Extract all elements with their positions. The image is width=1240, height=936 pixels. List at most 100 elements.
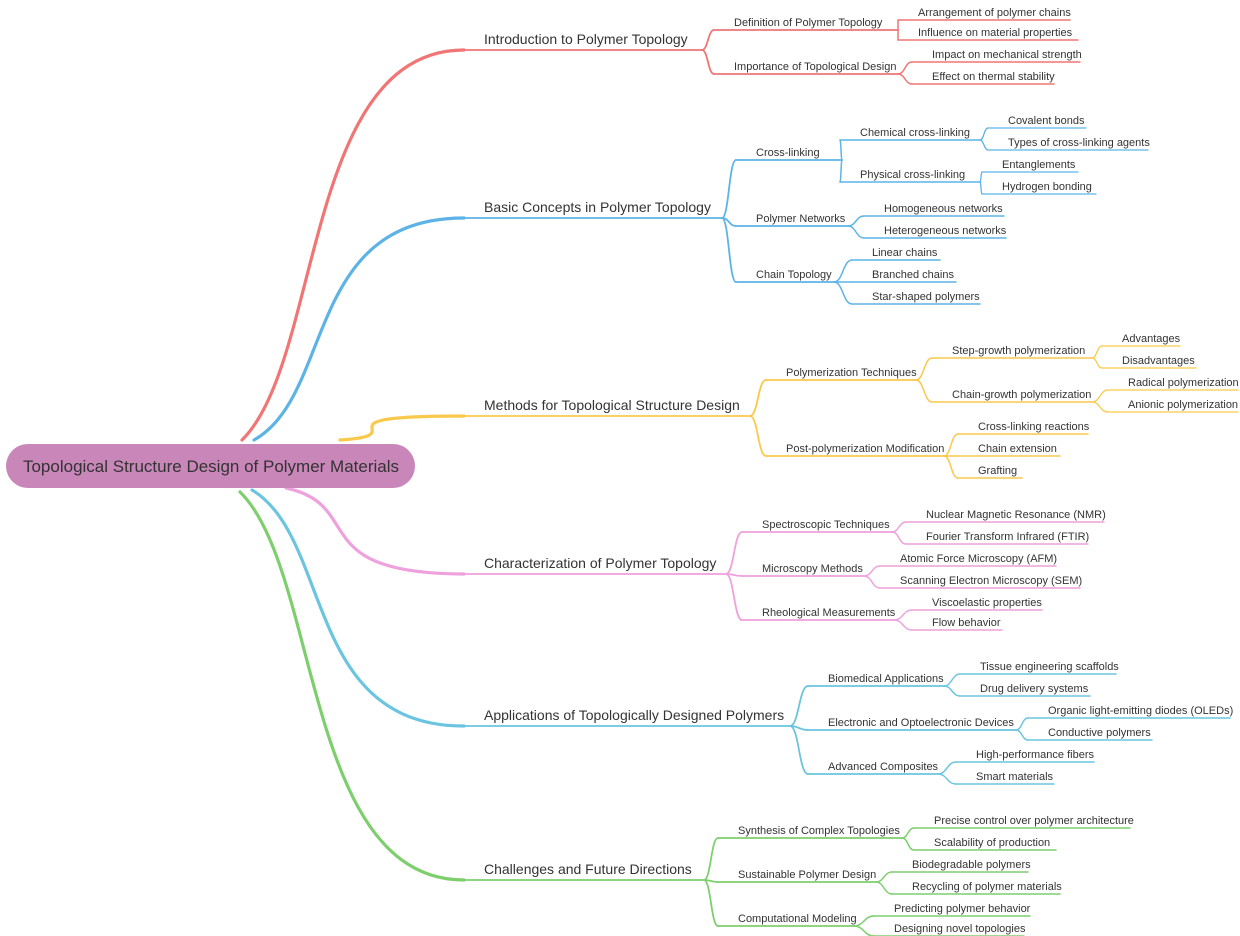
edge-precise-control-over-polymer-architecture xyxy=(901,827,915,839)
node-types-of-cross-linking-agents[interactable]: Types of cross-linking agents xyxy=(1008,137,1150,149)
edge-covalent-bonds xyxy=(979,127,989,141)
node-applications-of-topologically-designed-polymers[interactable]: Applications of Topologically Designed P… xyxy=(484,707,784,723)
node-viscoelastic-properties[interactable]: Viscoelastic properties xyxy=(932,597,1042,609)
edge-fourier-transform-infrared-ftir xyxy=(891,531,907,545)
node-methods-for-topological-structure-design[interactable]: Methods for Topological Structure Design xyxy=(484,397,740,413)
edge-importance-of-topological-design xyxy=(701,49,715,75)
node-arrangement-of-polymer-chains[interactable]: Arrangement of polymer chains xyxy=(918,7,1071,19)
node-covalent-bonds[interactable]: Covalent bonds xyxy=(1008,115,1085,127)
root-node-box xyxy=(6,444,415,488)
node-physical-cross-linking[interactable]: Physical cross-linking xyxy=(860,169,965,181)
node-radical-polymerization[interactable]: Radical polymerization xyxy=(1128,377,1239,389)
edge-grafting xyxy=(943,455,959,479)
node-biodegradable-polymers[interactable]: Biodegradable polymers xyxy=(912,859,1031,871)
root-node-label: Topological Structure Design of Polymer … xyxy=(23,457,399,476)
edge-predicting-polymer-behavior xyxy=(853,915,875,927)
node-cross-linking-reactions[interactable]: Cross-linking reactions xyxy=(978,421,1090,433)
node-characterization-of-polymer-topology[interactable]: Characterization of Polymer Topology xyxy=(484,555,716,571)
mindmap-edges xyxy=(238,19,1239,936)
node-precise-control-over-polymer-architecture[interactable]: Precise control over polymer architectur… xyxy=(934,815,1134,827)
edge-post-polymerization-modification xyxy=(749,415,767,457)
edge-viscoelastic-properties xyxy=(893,609,913,621)
node-definition-of-polymer-topology[interactable]: Definition of Polymer Topology xyxy=(734,17,883,29)
node-star-shaped-polymers[interactable]: Star-shaped polymers xyxy=(872,291,980,303)
node-linear-chains[interactable]: Linear chains xyxy=(872,247,938,259)
node-drug-delivery-systems[interactable]: Drug delivery systems xyxy=(980,683,1089,695)
node-hydrogen-bonding[interactable]: Hydrogen bonding xyxy=(1002,181,1092,193)
edge-biomedical-applications xyxy=(789,685,809,727)
node-smart-materials[interactable]: Smart materials xyxy=(976,771,1054,783)
edge-spectroscopic-techniques xyxy=(725,531,743,575)
edge-effect-on-thermal-stability xyxy=(897,73,913,85)
node-effect-on-thermal-stability[interactable]: Effect on thermal stability xyxy=(932,71,1055,83)
edge-high-performance-fibers xyxy=(937,761,957,775)
edge-entanglements xyxy=(979,171,983,183)
edge-disadvantages xyxy=(1091,357,1103,369)
node-electronic-and-optoelectronic-devices[interactable]: Electronic and Optoelectronic Devices xyxy=(828,717,1014,729)
edge-conductive-polymers xyxy=(1015,729,1029,741)
node-scanning-electron-microscopy-sem[interactable]: Scanning Electron Microscopy (SEM) xyxy=(900,575,1082,587)
edge-anionic-polymerization xyxy=(1091,401,1109,413)
node-scalability-of-production[interactable]: Scalability of production xyxy=(934,837,1050,849)
node-anionic-polymerization[interactable]: Anionic polymerization xyxy=(1128,399,1238,411)
node-impact-on-mechanical-strength[interactable]: Impact on mechanical strength xyxy=(932,49,1082,61)
node-cross-linking[interactable]: Cross-linking xyxy=(756,147,820,159)
node-chain-topology[interactable]: Chain Topology xyxy=(756,269,832,281)
node-basic-concepts-in-polymer-topology[interactable]: Basic Concepts in Polymer Topology xyxy=(484,199,711,215)
node-high-performance-fibers[interactable]: High-performance fibers xyxy=(976,749,1094,761)
node-atomic-force-microscopy-afm[interactable]: Atomic Force Microscopy (AFM) xyxy=(900,553,1057,565)
node-step-growth-polymerization[interactable]: Step-growth polymerization xyxy=(952,345,1085,357)
edge-scanning-electron-microscopy-sem xyxy=(863,575,881,589)
node-grafting[interactable]: Grafting xyxy=(978,465,1017,477)
node-importance-of-topological-design[interactable]: Importance of Topological Design xyxy=(734,61,896,73)
node-sustainable-polymer-design[interactable]: Sustainable Polymer Design xyxy=(738,869,876,881)
edge-impact-on-mechanical-strength xyxy=(897,61,913,75)
trunk-methods-for-topological-structure-design xyxy=(338,414,466,442)
edge-designing-novel-topologies xyxy=(853,925,875,936)
node-polymerization-techniques[interactable]: Polymerization Techniques xyxy=(786,367,917,379)
node-designing-novel-topologies[interactable]: Designing novel topologies xyxy=(894,923,1026,935)
node-spectroscopic-techniques[interactable]: Spectroscopic Techniques xyxy=(762,519,890,531)
node-recycling-of-polymer-materials[interactable]: Recycling of polymer materials xyxy=(912,881,1062,893)
node-influence-on-material-properties[interactable]: Influence on material properties xyxy=(918,27,1073,39)
node-tissue-engineering-scaffolds[interactable]: Tissue engineering scaffolds xyxy=(980,661,1119,673)
node-entanglements[interactable]: Entanglements xyxy=(1002,159,1076,171)
node-computational-modeling[interactable]: Computational Modeling xyxy=(738,913,857,925)
edge-synthesis-of-complex-topologies xyxy=(703,837,719,881)
node-nuclear-magnetic-resonance-nmr[interactable]: Nuclear Magnetic Resonance (NMR) xyxy=(926,509,1106,521)
node-advantages[interactable]: Advantages xyxy=(1122,333,1181,345)
node-advanced-composites[interactable]: Advanced Composites xyxy=(828,761,939,773)
node-introduction-to-polymer-topology[interactable]: Introduction to Polymer Topology xyxy=(484,31,688,47)
node-challenges-and-future-directions[interactable]: Challenges and Future Directions xyxy=(484,861,692,877)
edge-chain-topology xyxy=(721,217,737,283)
node-post-polymerization-modification[interactable]: Post-polymerization Modification xyxy=(786,443,944,455)
node-chain-extension[interactable]: Chain extension xyxy=(978,443,1057,455)
node-flow-behavior[interactable]: Flow behavior xyxy=(932,617,1001,629)
node-organic-light-emitting-diodes-oleds[interactable]: Organic light-emitting diodes (OLEDs) xyxy=(1048,705,1233,717)
node-microscopy-methods[interactable]: Microscopy Methods xyxy=(762,563,863,575)
edge-scalability-of-production xyxy=(901,837,915,851)
edge-linear-chains xyxy=(833,259,853,283)
node-synthesis-of-complex-topologies[interactable]: Synthesis of Complex Topologies xyxy=(738,825,900,837)
node-heterogeneous-networks[interactable]: Heterogeneous networks xyxy=(884,225,1007,237)
edge-cross-linking-reactions xyxy=(943,433,959,457)
node-biomedical-applications[interactable]: Biomedical Applications xyxy=(828,673,944,685)
edge-chemical-cross-linking xyxy=(839,139,843,161)
node-fourier-transform-infrared-ftir[interactable]: Fourier Transform Infrared (FTIR) xyxy=(926,531,1089,543)
edge-atomic-force-microscopy-afm xyxy=(863,565,881,577)
node-chain-growth-polymerization[interactable]: Chain-growth polymerization xyxy=(952,389,1091,401)
node-conductive-polymers[interactable]: Conductive polymers xyxy=(1048,727,1151,739)
node-rheological-measurements[interactable]: Rheological Measurements xyxy=(762,607,896,619)
root-node[interactable]: Topological Structure Design of Polymer … xyxy=(6,444,415,488)
trunk-introduction-to-polymer-topology xyxy=(240,48,466,442)
node-polymer-networks[interactable]: Polymer Networks xyxy=(756,213,846,225)
edge-homogeneous-networks xyxy=(847,215,865,227)
edge-smart-materials xyxy=(937,773,957,785)
node-homogeneous-networks[interactable]: Homogeneous networks xyxy=(884,203,1003,215)
node-branched-chains[interactable]: Branched chains xyxy=(872,269,954,281)
node-disadvantages[interactable]: Disadvantages xyxy=(1122,355,1195,367)
node-predicting-polymer-behavior[interactable]: Predicting polymer behavior xyxy=(894,903,1031,915)
edge-biodegradable-polymers xyxy=(875,871,893,883)
node-chemical-cross-linking[interactable]: Chemical cross-linking xyxy=(860,127,970,139)
edge-cross-linking xyxy=(721,159,737,219)
